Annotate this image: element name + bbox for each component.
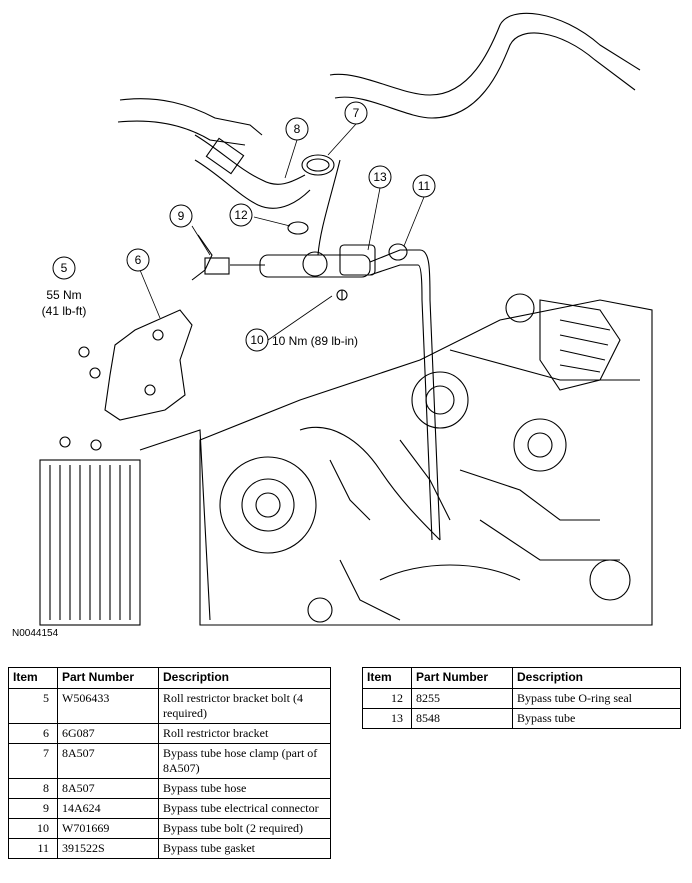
electrical-connector — [191, 234, 265, 281]
callout-10: 10 — [245, 328, 269, 352]
cell-description: Bypass tube hose — [158, 778, 331, 799]
table-row: 6 6G087 Roll restrictor bracket — [8, 723, 331, 744]
cell-part-number: 14A624 — [57, 798, 159, 819]
cell-item: 6 — [8, 723, 58, 744]
table-header-row: Item Part Number Description — [362, 667, 681, 689]
cell-part-number: 8A507 — [57, 778, 159, 799]
parts-table-left: Item Part Number Description 5 W506433 R… — [8, 667, 331, 859]
svg-text:5: 5 — [61, 261, 68, 275]
cell-item: 12 — [362, 688, 412, 709]
bracket-bolts — [59, 346, 102, 451]
svg-text:11: 11 — [418, 179, 431, 193]
torque-spec-item10: 10 Nm (89 lb-in) — [272, 334, 358, 348]
column-header-description: Description — [158, 667, 331, 689]
callout-7: 7 — [344, 101, 368, 125]
column-header-part-number: Part Number — [57, 667, 159, 689]
cell-description: Bypass tube hose clamp (part of 8A507) — [158, 743, 331, 779]
cell-item: 7 — [8, 743, 58, 779]
leader-lines — [139, 123, 425, 341]
o-ring-seal — [287, 221, 309, 235]
callout-5: 5 — [52, 256, 76, 280]
column-header-description: Description — [512, 667, 681, 689]
cell-description: Bypass tube bolt (2 required) — [158, 818, 331, 839]
svg-text:7: 7 — [353, 106, 360, 120]
upper-radiator-hose — [117, 12, 641, 146]
bypass-tube — [259, 159, 441, 541]
cell-part-number: 8548 — [411, 708, 513, 729]
torque-spec-item5-imperial: (41 lb-ft) — [42, 304, 87, 318]
cell-description: Bypass tube — [512, 708, 681, 729]
table-row: 9 14A624 Bypass tube electrical connecto… — [8, 798, 331, 819]
cell-item: 8 — [8, 778, 58, 799]
parts-table-right: Item Part Number Description 12 8255 Byp… — [362, 667, 681, 729]
svg-text:12: 12 — [234, 208, 248, 222]
bypass-tube-bolt — [336, 289, 348, 301]
figure-id: N0044154 — [12, 628, 59, 639]
cell-item: 11 — [8, 838, 58, 859]
table-row: 10 W701669 Bypass tube bolt (2 required) — [8, 818, 331, 839]
torque-spec-item5-metric: 55 Nm — [46, 288, 81, 302]
cell-part-number: 8A507 — [57, 743, 159, 779]
cell-item: 5 — [8, 688, 58, 724]
column-header-part-number: Part Number — [411, 667, 513, 689]
radiator — [39, 429, 211, 626]
cell-part-number: 6G087 — [57, 723, 159, 744]
cell-description: Bypass tube O-ring seal — [512, 688, 681, 709]
svg-text:10: 10 — [250, 333, 264, 347]
callout-12: 12 — [229, 203, 253, 227]
svg-text:9: 9 — [178, 209, 185, 223]
table-row: 12 8255 Bypass tube O-ring seal — [362, 688, 681, 709]
bypass-tube-gasket — [388, 243, 408, 261]
column-header-item: Item — [8, 667, 58, 689]
table-row: 5 W506433 Roll restrictor bracket bolt (… — [8, 688, 331, 724]
cell-description: Bypass tube gasket — [158, 838, 331, 859]
column-header-item: Item — [362, 667, 412, 689]
cell-description: Bypass tube electrical connector — [158, 798, 331, 819]
engine-block — [199, 293, 653, 626]
table-row: 11 391522S Bypass tube gasket — [8, 838, 331, 859]
cell-part-number: W506433 — [57, 688, 159, 724]
cell-part-number: 8255 — [411, 688, 513, 709]
cell-description: Roll restrictor bracket bolt (4 required… — [158, 688, 331, 724]
cell-item: 13 — [362, 708, 412, 729]
cell-item: 10 — [8, 818, 58, 839]
cell-part-number: W701669 — [57, 818, 159, 839]
svg-text:6: 6 — [135, 253, 142, 267]
hose-clamp — [301, 154, 335, 176]
cell-item: 9 — [8, 798, 58, 819]
roll-restrictor-bracket — [104, 309, 193, 421]
table-header-row: Item Part Number Description — [8, 667, 331, 689]
callout-9: 9 — [169, 204, 193, 228]
table-row: 8 8A507 Bypass tube hose — [8, 778, 331, 799]
svg-text:13: 13 — [373, 170, 387, 184]
table-row: 7 8A507 Bypass tube hose clamp (part of … — [8, 743, 331, 779]
callout-8: 8 — [285, 117, 309, 141]
callout-11: 11 — [412, 174, 436, 198]
bypass-tube-hose — [194, 134, 311, 209]
svg-text:8: 8 — [294, 122, 301, 136]
cell-description: Roll restrictor bracket — [158, 723, 331, 744]
callout-6: 6 — [126, 248, 150, 272]
table-row: 13 8548 Bypass tube — [362, 708, 681, 729]
bypass-tube-exploded-diagram: 8 7 13 11 9 12 6 5 10 55 Nm (41 lb-ft) 1… — [39, 12, 653, 626]
callout-13: 13 — [368, 165, 392, 189]
cell-part-number: 391522S — [57, 838, 159, 859]
